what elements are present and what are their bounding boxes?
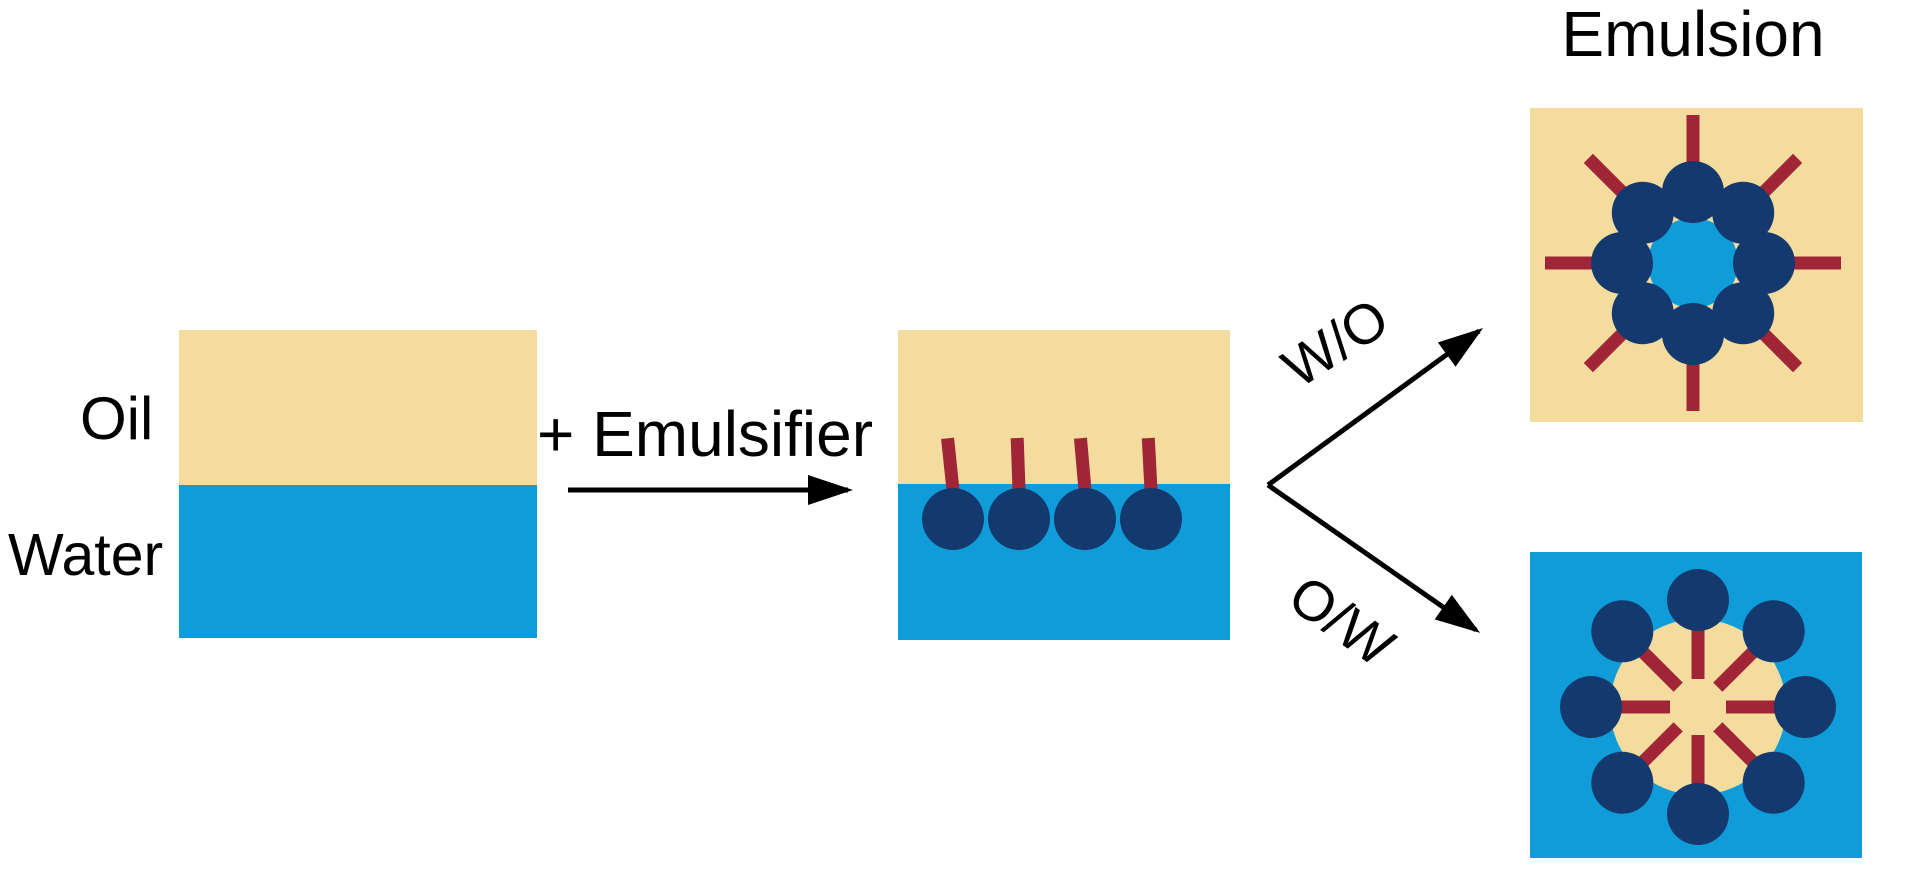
oil-layer bbox=[179, 330, 537, 485]
surfactant-tail bbox=[1620, 700, 1670, 714]
surfactant-tail bbox=[1757, 327, 1803, 373]
emulsifier-label: + Emulsifier bbox=[536, 398, 874, 470]
surfactant-head bbox=[1667, 569, 1729, 631]
surfactant-head bbox=[1662, 161, 1724, 223]
surfactant-head bbox=[1712, 282, 1775, 345]
water-label: Water bbox=[8, 522, 164, 588]
surfactant-head bbox=[1120, 488, 1182, 550]
surfactant-head bbox=[1591, 600, 1654, 663]
surfactant-tail bbox=[1686, 361, 1700, 411]
oil-label: Oil bbox=[80, 385, 154, 452]
surfactant-tail bbox=[1638, 722, 1683, 767]
surfactant-tail bbox=[1686, 115, 1700, 165]
surfactant-head bbox=[922, 488, 984, 550]
water-core bbox=[1648, 218, 1738, 308]
ow-emulsion-panel bbox=[1530, 552, 1862, 858]
wo-arrow-label: W/O bbox=[1271, 285, 1400, 400]
surfactant-tail bbox=[1713, 647, 1758, 692]
surfactant-head bbox=[1774, 676, 1836, 738]
ow-arrow-label: O/W bbox=[1277, 562, 1406, 679]
surfactant-tail bbox=[941, 437, 960, 491]
surfactant-head bbox=[1611, 282, 1674, 345]
surfactant-tail bbox=[1638, 647, 1683, 692]
surfactant-tail bbox=[1691, 735, 1705, 785]
surfactant-tail bbox=[1073, 437, 1092, 491]
oil-water-interface-panel bbox=[898, 330, 1230, 640]
oil-water-separated-panel bbox=[179, 330, 537, 638]
emulsion-title: Emulsion bbox=[1561, 0, 1825, 70]
surfactant-tail bbox=[1726, 700, 1776, 714]
surfactant-tail bbox=[1757, 153, 1803, 199]
surfactant-head bbox=[1662, 303, 1724, 365]
water-layer bbox=[179, 485, 537, 638]
surfactant-tail bbox=[1691, 629, 1705, 679]
surfactant-head bbox=[1591, 751, 1654, 814]
surfactant-head bbox=[1742, 600, 1805, 663]
surfactant-head bbox=[1560, 676, 1622, 738]
surfactant-tail bbox=[1583, 327, 1629, 373]
surfactant-head bbox=[988, 488, 1050, 550]
surfactant-head bbox=[1733, 232, 1795, 294]
surfactant-tail bbox=[1583, 153, 1629, 199]
wo-emulsion-panel bbox=[1530, 108, 1863, 422]
surfactant-head bbox=[1667, 783, 1729, 845]
surfactant-head bbox=[1712, 181, 1775, 244]
surfactant-tail bbox=[1545, 256, 1595, 270]
surfactant-head bbox=[1742, 751, 1805, 814]
surfactant-tail bbox=[1010, 437, 1026, 491]
surfactant-head bbox=[1591, 232, 1653, 294]
surfactant-tail bbox=[1141, 437, 1158, 491]
surfactant-tail bbox=[1713, 722, 1758, 767]
surfactant-head bbox=[1611, 181, 1674, 244]
surfactant-tail bbox=[1791, 256, 1841, 270]
surfactant-head bbox=[1054, 488, 1116, 550]
